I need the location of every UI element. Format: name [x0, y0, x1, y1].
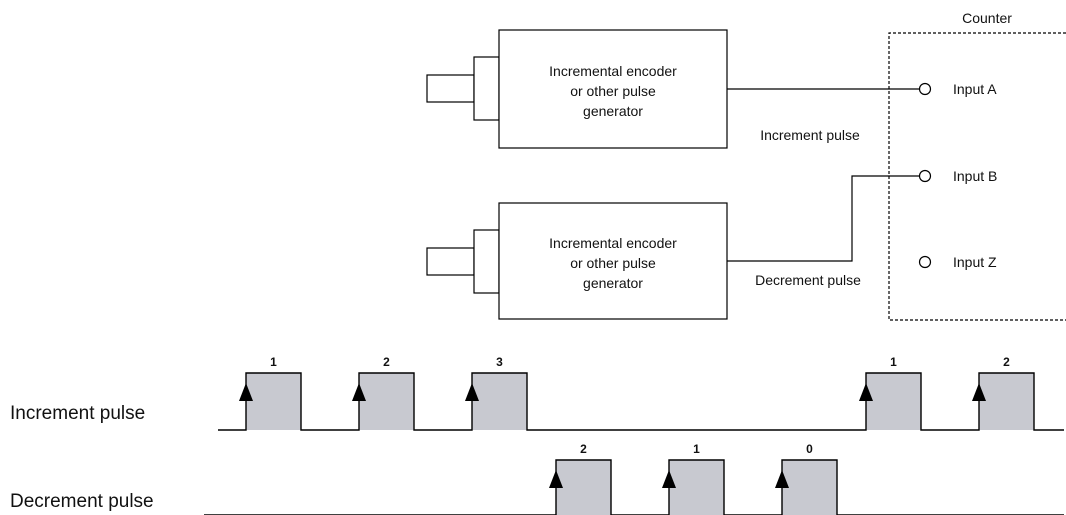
- input-z-terminal: [918, 255, 932, 269]
- encoder-top-line1: Incremental encoder: [549, 63, 677, 79]
- decrement-pulse-train: 2 1 0: [204, 442, 1064, 515]
- decrement-count-label: 0: [806, 442, 813, 456]
- decrement-pulse: [669, 460, 724, 515]
- increment-count-label: 3: [496, 355, 503, 369]
- increment-wire-label: Increment pulse: [760, 127, 860, 143]
- encoder-bottom-flange: [473, 229, 500, 294]
- increment-count-label: 1: [890, 355, 897, 369]
- encoder-top-body: [498, 29, 728, 149]
- rising-edge-arrow-icon: [465, 383, 479, 401]
- decrement-count-label: 2: [580, 442, 587, 456]
- increment-count-label: 2: [1003, 355, 1010, 369]
- decrement-count-label: 1: [693, 442, 700, 456]
- input-b-label: Input B: [953, 168, 997, 184]
- encoder-bottom-shaft: [426, 247, 475, 276]
- counter-title: Counter: [962, 10, 1012, 26]
- encoder-bottom-line1: Incremental encoder: [549, 235, 677, 251]
- counter-block: Counter Input A Input B Input Z: [888, 10, 1066, 321]
- increment-count-label: 2: [383, 355, 390, 369]
- encoder-top-shaft: [426, 74, 475, 103]
- increment-pulse: [359, 373, 414, 430]
- increment-pulse: [472, 373, 527, 430]
- encoder-top-flange: [473, 56, 500, 121]
- decrement-pulse: [782, 460, 837, 515]
- input-z-label: Input Z: [953, 254, 997, 270]
- timing-decrement-label: Decrement pulse: [10, 491, 154, 512]
- input-a-label: Input A: [953, 81, 997, 97]
- rising-edge-arrow-icon: [239, 383, 253, 401]
- timing-increment-label: Increment pulse: [10, 403, 145, 424]
- rising-edge-arrow-icon: [352, 383, 366, 401]
- rising-edge-arrow-icon: [662, 470, 676, 488]
- encoder-top-line3: generator: [583, 103, 643, 119]
- decrement-wire: [727, 175, 919, 262]
- increment-pulse-train: 1 2 3 1 2: [218, 355, 1064, 431]
- decrement-pulse: [556, 460, 611, 515]
- rising-edge-arrow-icon: [775, 470, 789, 488]
- increment-waveform: [218, 372, 1064, 431]
- rising-edge-arrow-icon: [549, 470, 563, 488]
- encoder-bottom-body: [498, 202, 728, 320]
- increment-pulse: [246, 373, 301, 430]
- encoder-top-line2: or other pulse: [570, 83, 656, 99]
- input-a-terminal: [918, 82, 932, 96]
- encoder-bottom-line2: or other pulse: [570, 255, 656, 271]
- decrement-waveform: [204, 459, 1064, 515]
- encoder-bottom: Incremental encoder or other pulse gener…: [426, 202, 728, 320]
- input-b-terminal: [918, 169, 932, 183]
- encoder-bottom-line3: generator: [583, 275, 643, 291]
- increment-count-label: 1: [270, 355, 277, 369]
- rising-edge-arrow-icon: [859, 383, 873, 401]
- increment-pulse: [866, 373, 921, 430]
- encoder-top: Incremental encoder or other pulse gener…: [426, 29, 728, 149]
- decrement-wire-label: Decrement pulse: [755, 272, 861, 288]
- increment-pulse: [979, 373, 1034, 430]
- rising-edge-arrow-icon: [972, 383, 986, 401]
